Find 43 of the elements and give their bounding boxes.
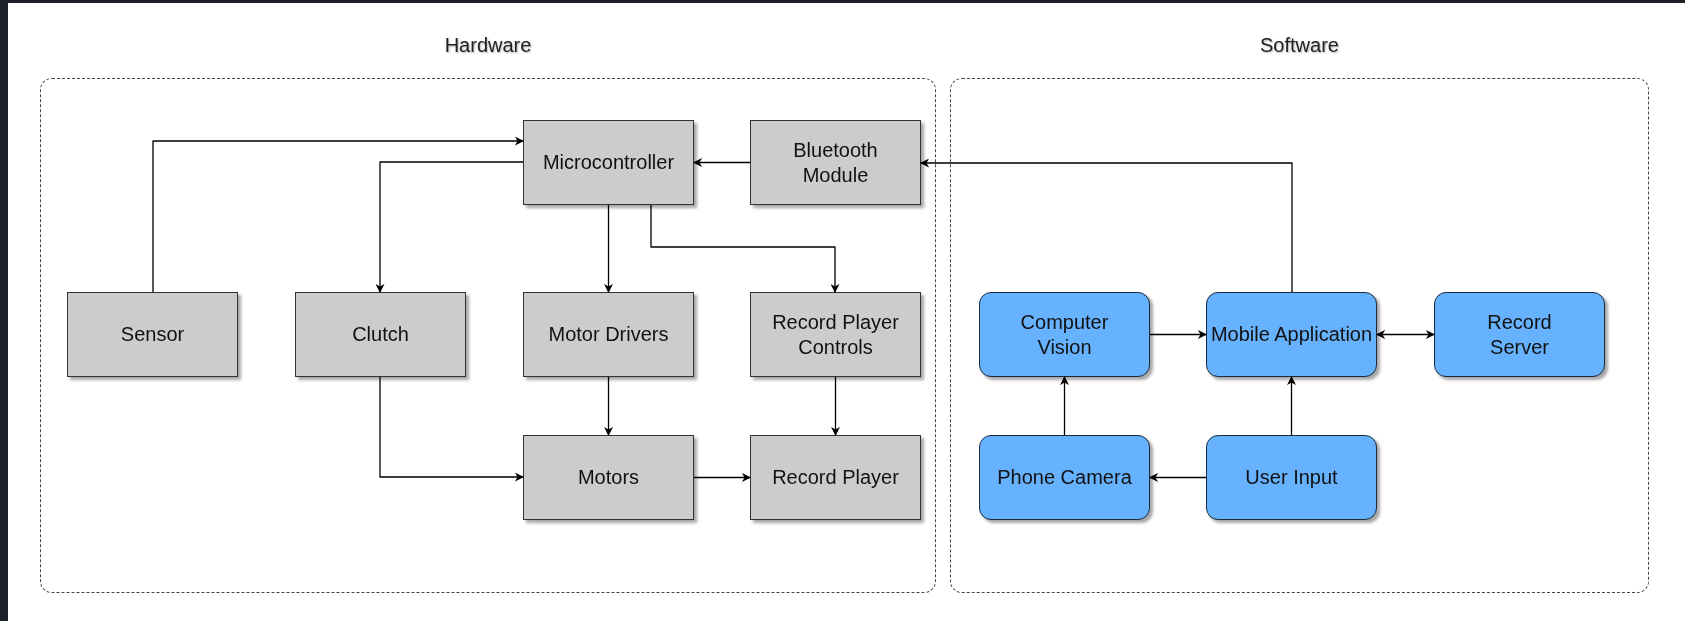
box-label: Record Player [772,465,899,490]
arrow [920,158,1293,293]
arrow [1149,473,1207,482]
arrow [1060,376,1069,436]
arrow [693,473,751,482]
arrow [604,204,613,293]
software-box [1206,292,1377,377]
hardware-box [750,435,921,520]
box-label: Bluetooth Module [792,137,879,188]
box-label: Motors [577,465,640,490]
box-label: Record Server [1486,309,1553,360]
arrow [1287,376,1296,436]
hardware-box [750,120,921,205]
software-box [979,435,1150,520]
box-label: Record Player Controls [771,309,900,360]
software-box [979,292,1150,377]
software-box [1434,292,1605,377]
box-label: Computer Vision [1019,309,1110,360]
arrow [152,136,524,293]
box-label: Microcontroller [542,150,675,175]
box-label: Mobile Application [1210,322,1373,347]
hardware-box [67,292,238,377]
box-label: Clutch [352,322,409,347]
arrow [831,376,840,436]
group-heading: Hardware [444,33,532,58]
box-label: Sensor [120,322,185,347]
arrow [604,376,613,436]
arrow [375,161,524,293]
arrow [379,376,524,482]
box-label: Phone Camera [997,465,1132,490]
hardware-box [523,435,694,520]
group-heading: Software [1260,33,1339,58]
hardware-box [523,292,694,377]
arrow [1376,330,1435,339]
box-label: Motor Drivers [548,322,669,347]
software-box [1206,435,1377,520]
arrow [650,204,840,293]
box-label: User Input [1245,465,1338,490]
arrow [693,158,751,167]
hardware-box [295,292,466,377]
hardware-box [750,292,921,377]
hardware-box [523,120,694,205]
arrow [1149,330,1207,339]
